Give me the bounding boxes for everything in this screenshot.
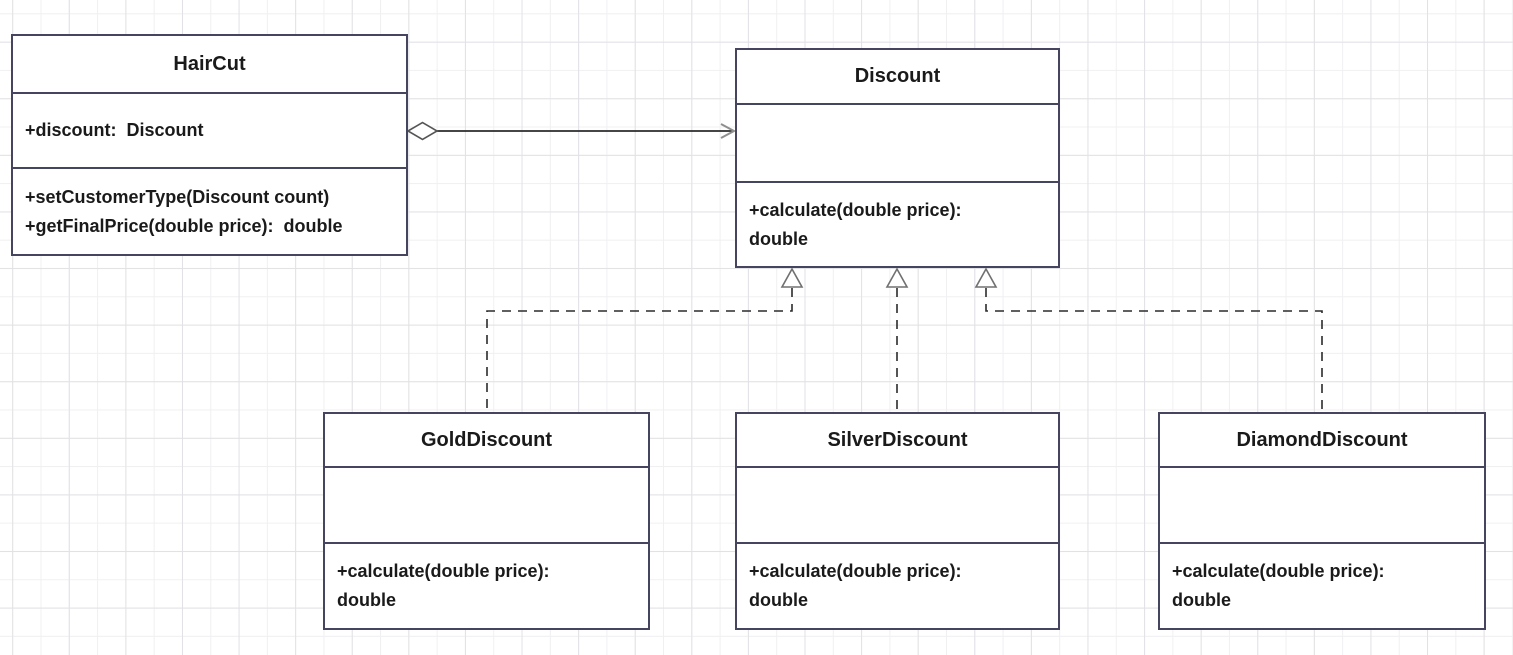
class-title: SilverDiscount <box>737 414 1058 468</box>
class-silverdiscount[interactable]: SilverDiscount +calculate(double price):… <box>735 412 1060 630</box>
class-discount[interactable]: Discount +calculate(double price): doubl… <box>735 48 1060 268</box>
class-methods: +setCustomerType(Discount count) +getFin… <box>25 186 343 236</box>
realization-triangle-icon <box>780 267 804 288</box>
connector-diamonddiscount-discount-realization[interactable] <box>974 267 1323 411</box>
connector-silverdiscount-discount-realization[interactable] <box>885 267 909 411</box>
class-attributes <box>737 468 1058 544</box>
class-haircut[interactable]: HairCut +discount: Discount +setCustomer… <box>11 34 408 256</box>
realization-triangle-icon <box>974 267 998 288</box>
class-title: Discount <box>737 50 1058 105</box>
class-methods: +calculate(double price): double <box>337 561 550 610</box>
realization-dashed-line[interactable] <box>486 288 793 411</box>
class-attributes: +discount: Discount <box>13 94 406 169</box>
realization-dashed-line[interactable] <box>985 288 1323 411</box>
class-title: GoldDiscount <box>325 414 648 468</box>
open-arrow-icon <box>720 123 737 139</box>
class-title: HairCut <box>13 36 406 94</box>
class-golddiscount[interactable]: GoldDiscount +calculate(double price): d… <box>323 412 650 630</box>
class-attributes <box>737 105 1058 183</box>
class-attributes <box>1160 468 1484 544</box>
class-attributes <box>325 468 648 544</box>
connector-haircut-discount-aggregation[interactable] <box>406 121 737 141</box>
class-methods: +calculate(double price): double <box>1172 561 1385 610</box>
class-diamonddiscount[interactable]: DiamondDiscount +calculate(double price)… <box>1158 412 1486 630</box>
class-title: DiamondDiscount <box>1160 414 1484 468</box>
connector-golddiscount-discount-realization[interactable] <box>486 267 804 411</box>
realization-triangle-icon <box>885 267 909 288</box>
class-methods: +calculate(double price): double <box>749 561 962 610</box>
aggregation-diamond-icon <box>406 121 439 141</box>
class-methods: +calculate(double price): double <box>749 199 962 249</box>
